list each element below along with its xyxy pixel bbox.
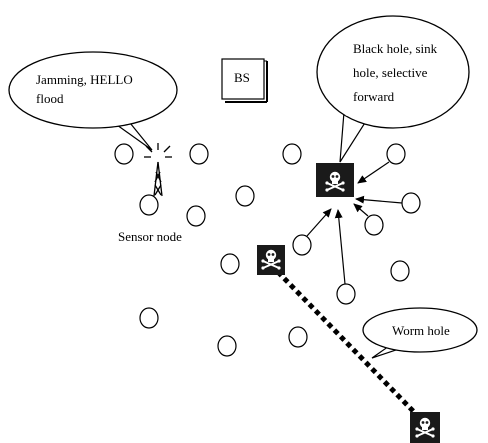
wormhole-node-a xyxy=(257,245,285,275)
sensor-node xyxy=(189,143,209,165)
blackhole-label-line2: hole, selective xyxy=(353,65,428,80)
arrow xyxy=(357,161,390,184)
blackhole-label-line1: Black hole, sink xyxy=(353,41,438,56)
sensor-node xyxy=(282,143,302,165)
base-station: BS xyxy=(221,58,268,103)
sensor-node xyxy=(139,194,159,216)
sensor-node xyxy=(220,253,240,275)
blackhole-arrows xyxy=(306,161,403,285)
arrow xyxy=(306,208,332,237)
blackhole-node xyxy=(316,163,354,197)
jamming-callout: Jamming, HELLO flood xyxy=(8,51,178,151)
arrow xyxy=(334,209,346,285)
sensor-node xyxy=(217,335,237,357)
arrow xyxy=(353,203,369,217)
sensor-node xyxy=(114,143,134,165)
sensor-node xyxy=(386,143,406,165)
sensor-node xyxy=(235,185,255,207)
sensor-node-label: Sensor node xyxy=(118,229,182,244)
radio-tower-icon xyxy=(144,143,172,197)
wormhole-tunnel xyxy=(276,270,416,414)
jamming-label-line1: Jamming, HELLO xyxy=(36,72,133,87)
sensor-nodes xyxy=(114,143,421,357)
sensor-node xyxy=(336,283,356,305)
blackhole-callout: Black hole, sink hole, selective forward xyxy=(316,15,470,163)
sensor-node xyxy=(139,307,159,329)
bs-label: BS xyxy=(234,70,250,85)
blackhole-label-line3: forward xyxy=(353,89,395,104)
wormhole-callout: Worm hole xyxy=(362,307,478,359)
sensor-node xyxy=(292,234,312,256)
sensor-node xyxy=(364,214,384,236)
sensor-node xyxy=(288,326,308,348)
wormhole-label: Worm hole xyxy=(392,323,450,338)
sensor-node xyxy=(186,205,206,227)
sensor-node xyxy=(401,192,421,214)
jamming-label-line2: flood xyxy=(36,91,64,106)
wormhole-node-b xyxy=(410,412,440,443)
sensor-node xyxy=(390,260,410,282)
arrow xyxy=(355,195,403,204)
